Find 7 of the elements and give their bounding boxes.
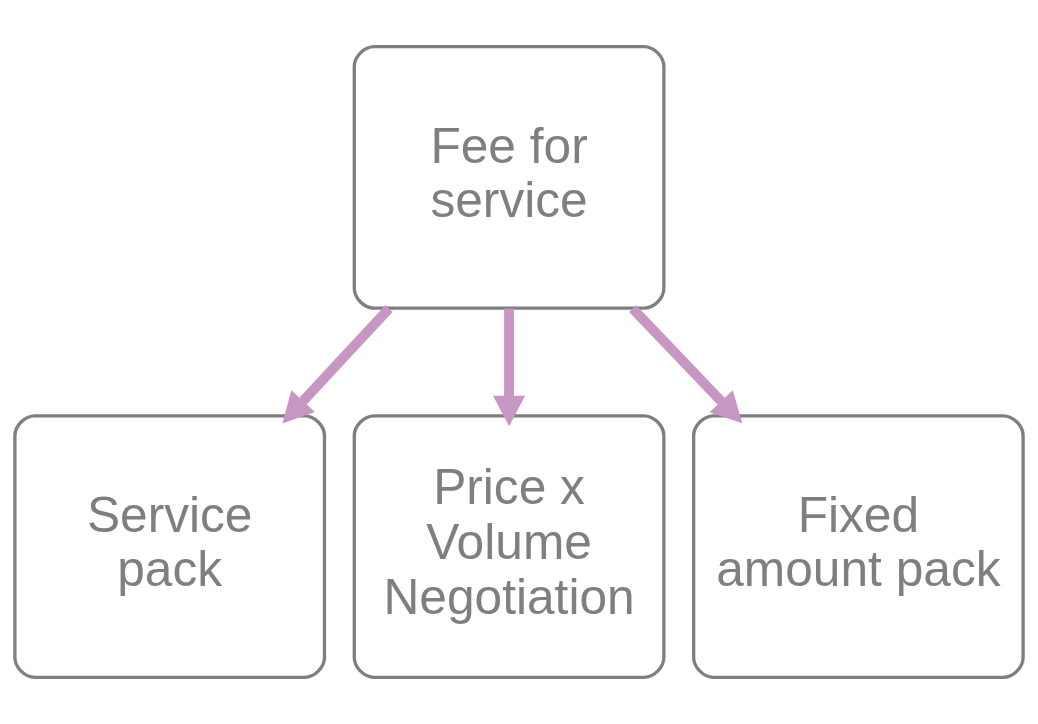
arrow [629, 305, 743, 424]
arrow [282, 305, 393, 424]
node-box: Service pack [13, 414, 327, 680]
node-box: Fixed amount pack [692, 414, 1025, 680]
arrow [493, 308, 526, 427]
node-box: Fee for service [352, 44, 666, 310]
node-box: Price x Volume Negotiation [352, 414, 666, 680]
